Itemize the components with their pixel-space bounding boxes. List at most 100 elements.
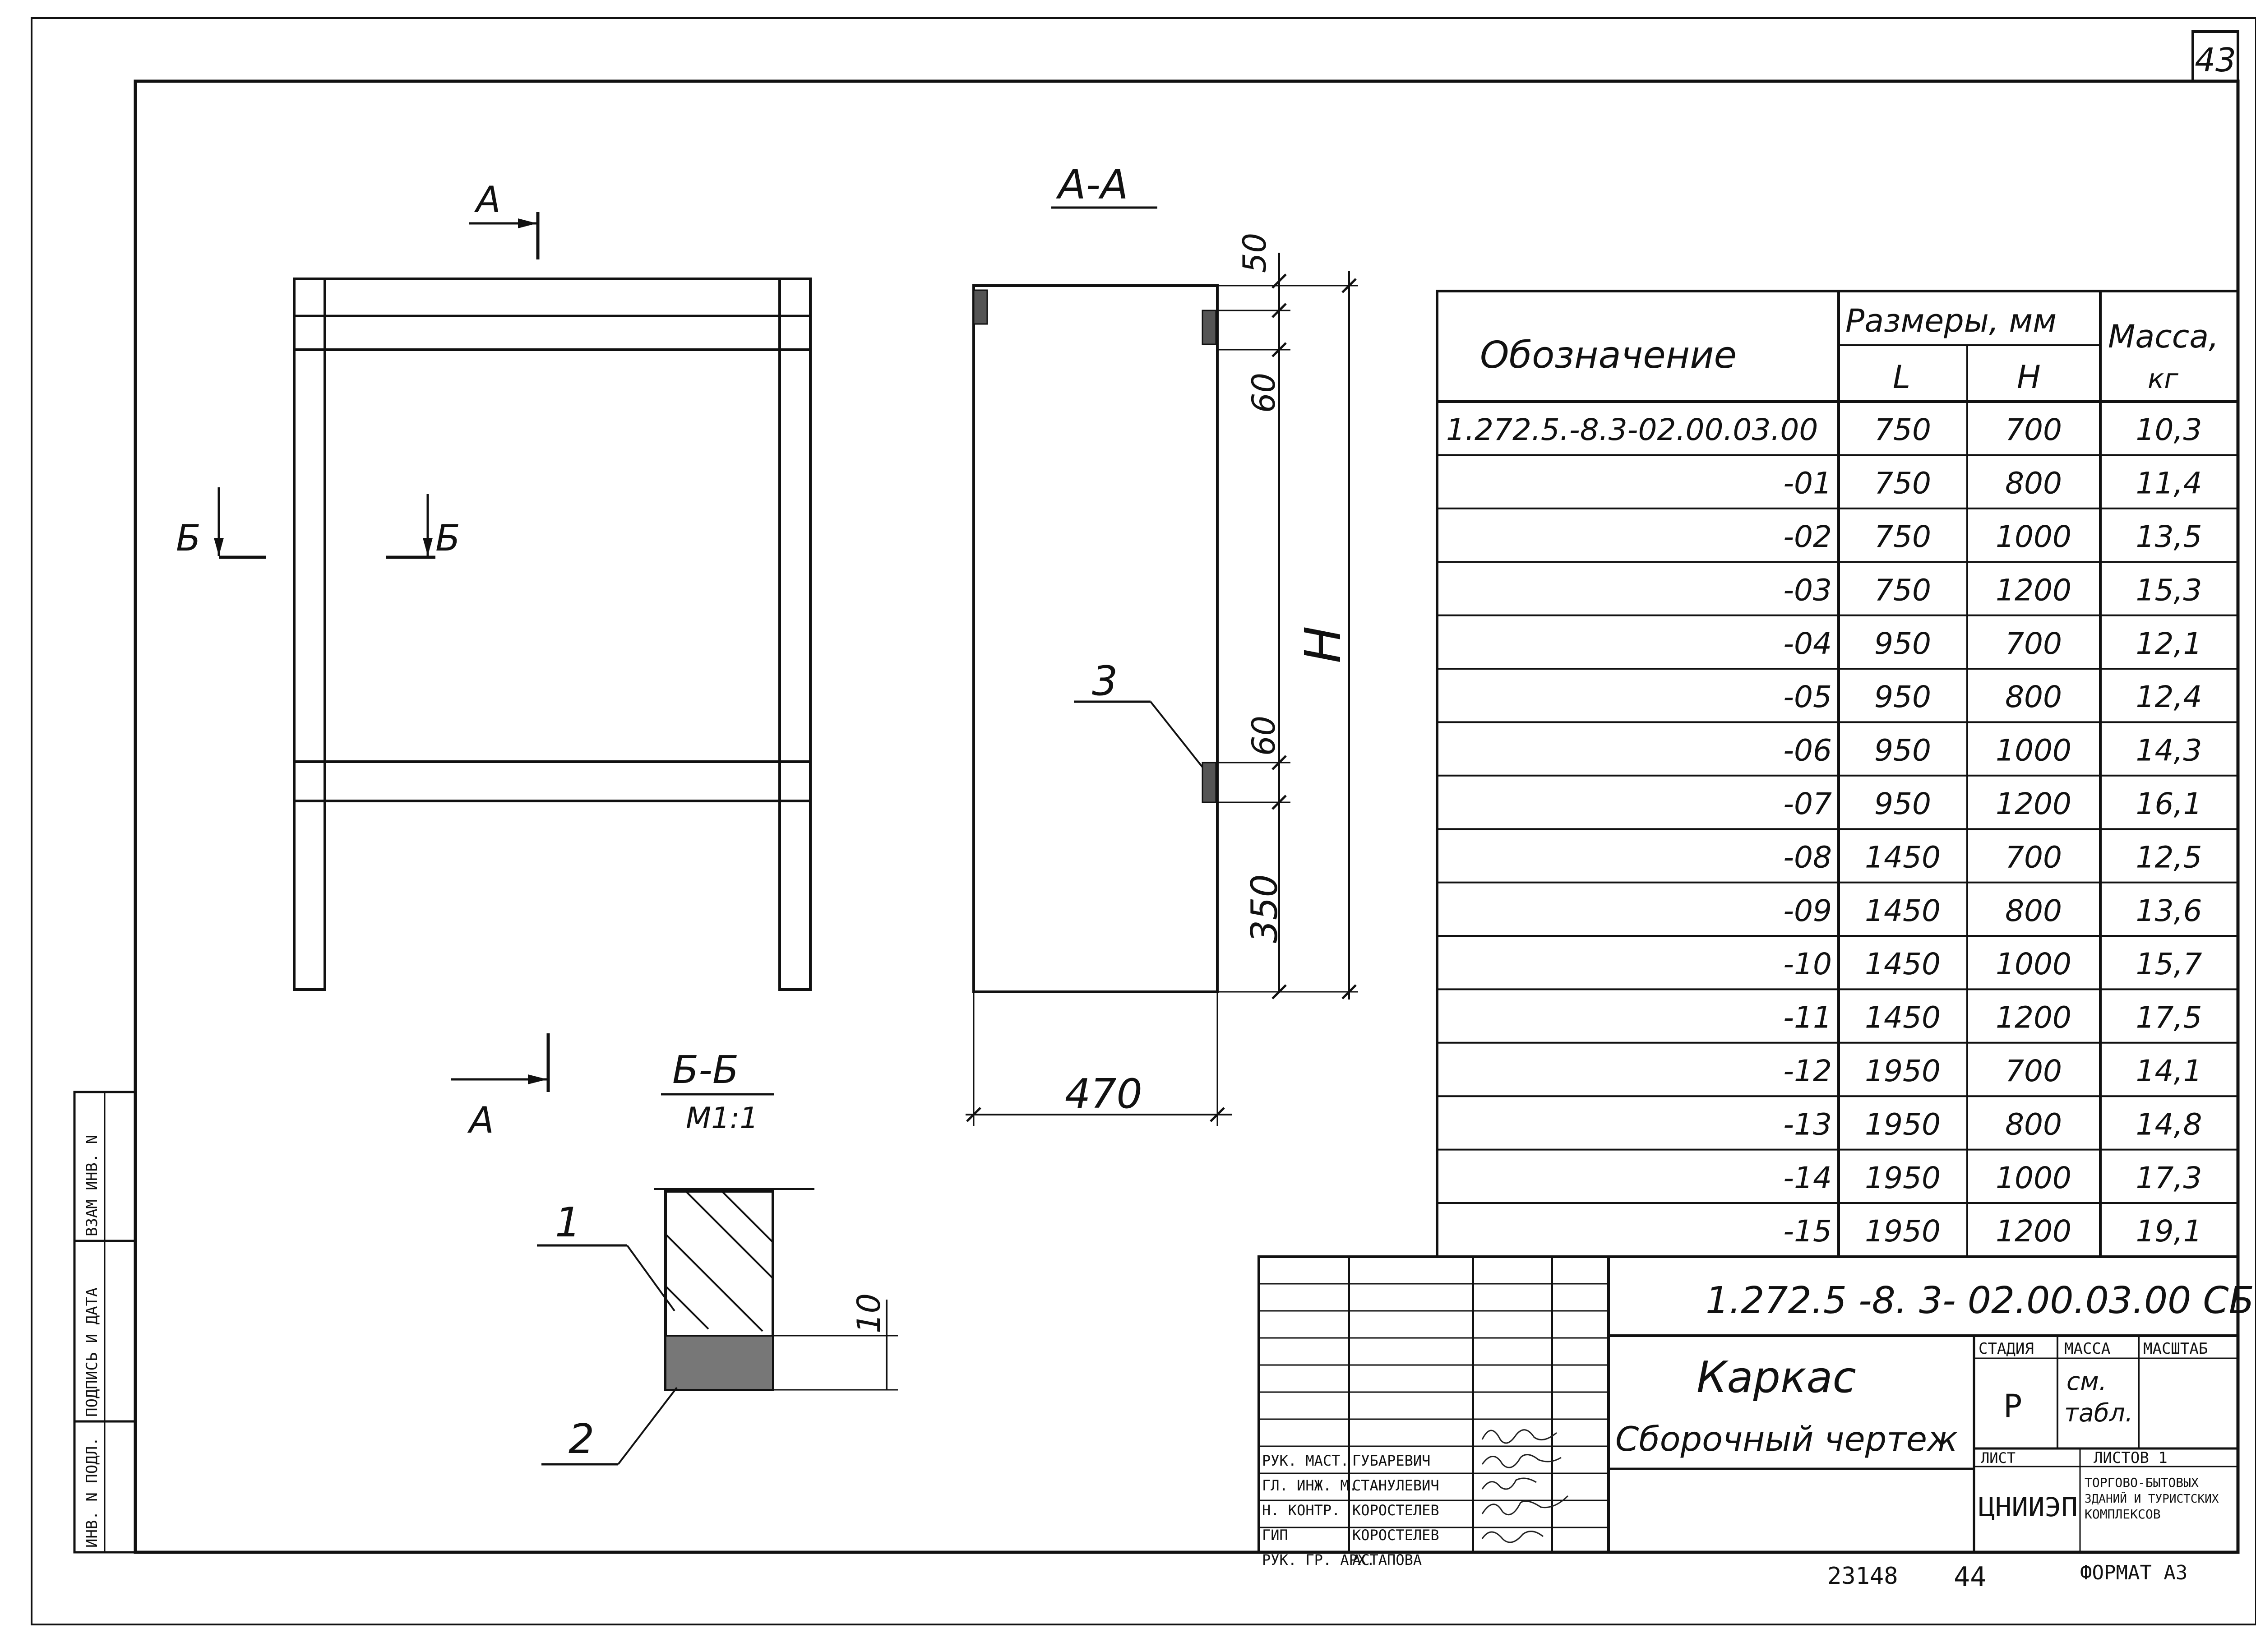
signatures: [1481, 1429, 1569, 1543]
title-block: 1.272.5 -8. 3- 02.00.03.00 СБ Каркас Сбо…: [1257, 1255, 2254, 1569]
cell-designation: -14: [1783, 1161, 1832, 1195]
cell-mass: 14,1: [2136, 1054, 2202, 1088]
stage-value: Р: [2003, 1388, 2022, 1425]
cell-l: 950: [1874, 626, 1931, 661]
doc-code: 1.272.5 -8. 3- 02.00.03.00 СБ: [1706, 1279, 2254, 1322]
cell-h: 800: [2005, 466, 2062, 501]
person-role: ГИП: [1262, 1527, 1288, 1544]
mass-value-2: табл.: [2064, 1398, 2133, 1427]
cell-l: 950: [1874, 733, 1931, 768]
dim-50: 50: [1236, 233, 1273, 273]
cell-h: 1200: [1996, 573, 2071, 607]
cell-l: 1450: [1865, 1000, 1941, 1035]
cell-designation: -05: [1783, 680, 1832, 714]
doc-subtitle: Сборочный чертеж: [1615, 1419, 1958, 1459]
cell-l: 750: [1874, 573, 1931, 607]
format-label: ФОРМАТ А3: [2080, 1561, 2187, 1584]
archive-number: 23148: [1827, 1563, 1898, 1590]
cell-l: 950: [1874, 787, 1931, 821]
cell-designation: -08: [1783, 840, 1832, 875]
cell-designation: -13: [1783, 1107, 1832, 1142]
section-a-label-top: А: [474, 179, 501, 221]
cell-designation: -04: [1783, 626, 1832, 661]
section-aa-view: А-А 50 60 60 350 Н 470: [966, 161, 1358, 1126]
person-role: ГЛ. ИНЖ. М.: [1262, 1477, 1358, 1494]
col-h-header: Н: [2017, 359, 2041, 396]
cell-l: 1450: [1865, 947, 1941, 981]
cell-h: 1200: [1996, 787, 2071, 821]
dim-10: 10: [851, 1293, 888, 1333]
cell-l: 1950: [1865, 1054, 1941, 1088]
cell-designation: -03: [1783, 573, 1832, 607]
cell-l: 950: [1874, 680, 1931, 714]
dim-470: 470: [1065, 1070, 1142, 1118]
cell-mass: 17,5: [2136, 1000, 2202, 1035]
cell-mass: 15,3: [2136, 573, 2202, 607]
cell-mass: 14,3: [2136, 733, 2202, 768]
sign-date-label: ПОДПИСЬ И ДАТА: [83, 1287, 101, 1417]
person-name: СТАНУЛЕВИЧ: [1352, 1477, 1439, 1494]
cell-l: 1950: [1865, 1214, 1941, 1249]
person-role: РУК. МАСТ.: [1262, 1452, 1349, 1469]
cell-l: 1450: [1865, 840, 1941, 875]
cell-mass: 19,1: [2136, 1214, 2202, 1249]
section-aa-title: А-А: [1056, 161, 1128, 208]
section-bb-scale: М1:1: [686, 1101, 758, 1135]
cell-h: 800: [2005, 1107, 2062, 1142]
cell-h: 800: [2005, 680, 2062, 714]
cell-designation: -15: [1783, 1214, 1832, 1249]
replace-inv-label: ВЗАМ ИНВ. N: [83, 1135, 101, 1236]
cell-mass: 17,3: [2136, 1161, 2202, 1195]
cell-l: 1450: [1865, 893, 1941, 928]
cell-designation: -01: [1783, 466, 1832, 501]
person-name: АСТАПОВА: [1352, 1551, 1422, 1569]
cell-designation: -10: [1783, 947, 1832, 981]
scale-label: МАСШТАБ: [2143, 1340, 2208, 1358]
cell-h: 1000: [1996, 947, 2071, 981]
cell-mass: 12,1: [2136, 626, 2202, 661]
cell-mass: 12,4: [2136, 680, 2202, 714]
person-role: Н. КОНТР.: [1262, 1502, 1340, 1519]
section-b-label-left: Б: [176, 517, 201, 559]
cell-l: 1950: [1865, 1107, 1941, 1142]
person-role: РУК. ГР. АРХ.: [1262, 1551, 1375, 1569]
col-mass-header: Масса,: [2108, 318, 2219, 355]
inv-orig-label: ИНВ. N ПОДЛ.: [83, 1437, 101, 1548]
cell-designation: -02: [1783, 519, 1832, 554]
cell-h: 1000: [1996, 519, 2071, 554]
cell-mass: 12,5: [2136, 840, 2202, 875]
cell-l: 750: [1874, 412, 1931, 447]
cell-l: 750: [1874, 466, 1931, 501]
cell-h: 1200: [1996, 1214, 2071, 1249]
mass-label: МАССА: [2064, 1340, 2110, 1358]
sheet-number-box: 43: [2191, 30, 2239, 83]
org-line-2: ЗДАНИЙ И ТУРИСТСКИХ: [2085, 1491, 2219, 1506]
outer-border: [31, 17, 2256, 1625]
cell-designation: 1.272.5.-8.3-02.00.03.00: [1446, 412, 1818, 447]
person-name: ГУБАРЕВИЧ: [1352, 1452, 1430, 1469]
person-name: КОРОСТЕЛЕВ: [1352, 1527, 1439, 1544]
section-bb-title: Б-Б: [672, 1048, 739, 1092]
org-logo: ЦНИИЭП: [1979, 1492, 2078, 1522]
doc-title: Каркас: [1697, 1353, 1856, 1402]
sheet-label: ЛИСТ: [1981, 1449, 2016, 1467]
sheet-number: 43: [2195, 41, 2236, 79]
person-name: КОРОСТЕЛЕВ: [1352, 1502, 1439, 1519]
dim-h: Н: [1294, 626, 1352, 663]
front-view: А А Б Б: [176, 179, 812, 1141]
cell-mass: 15,7: [2136, 947, 2202, 981]
cell-designation: -07: [1783, 787, 1832, 821]
cell-designation: -06: [1783, 733, 1832, 768]
cell-h: 700: [2005, 626, 2062, 661]
callout-2: 2: [569, 1416, 594, 1463]
mass-value-1: см.: [2066, 1367, 2107, 1396]
org-line-1: ТОРГОВО-БЫТОВЫХ: [2085, 1475, 2199, 1490]
cell-l: 1950: [1865, 1161, 1941, 1195]
cell-h: 700: [2005, 1054, 2062, 1088]
col-designation-header: Обозначение: [1480, 334, 1737, 377]
side-stamp: ИНВ. N ПОДЛ. ПОДПИСЬ И ДАТА ВЗАМ ИНВ. N: [73, 1091, 137, 1554]
callout-3: 3: [1092, 657, 1118, 705]
sheets-label: ЛИСТОВ 1: [2094, 1449, 2168, 1467]
cell-h: 1000: [1996, 733, 2071, 768]
